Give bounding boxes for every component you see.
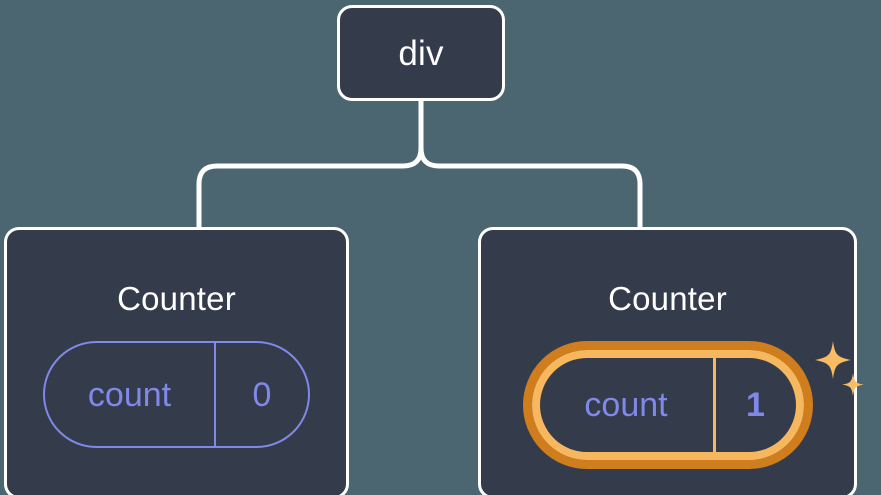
state-key-label-right: count [584,386,668,424]
state-value-cell-right: 1 [716,358,796,452]
node-root-label: div [398,33,444,73]
state-pill-right-highlighted[interactable]: count 1 [522,341,813,469]
sparkle-large-icon [814,341,851,379]
state-key-label-left: count [87,375,172,414]
node-counter-left[interactable]: Counter count 0 [4,227,349,495]
state-value-cell-left: 0 [216,343,308,446]
node-root-div[interactable]: div [337,5,505,101]
state-key-cell-left: count [45,343,216,446]
state-pill-right-inner-ring: count 1 [531,350,804,460]
state-value-label-right: 1 [746,386,765,424]
sparkle-small-icon [841,373,864,396]
node-counter-right[interactable]: Counter count 1 [478,227,864,495]
state-pill-wrapper-right: count 1 [522,341,864,469]
connector-right [418,97,643,230]
state-pill-left[interactable]: count 0 [43,341,310,448]
state-value-label-left: 0 [252,375,272,414]
node-counter-left-title: Counter [117,280,236,317]
state-key-cell-right: count [540,358,716,452]
node-counter-right-title: Counter [608,280,727,317]
sparkles-group [814,341,864,396]
state-pill-wrapper-left: count 0 [43,341,310,448]
connector-left [196,97,424,230]
